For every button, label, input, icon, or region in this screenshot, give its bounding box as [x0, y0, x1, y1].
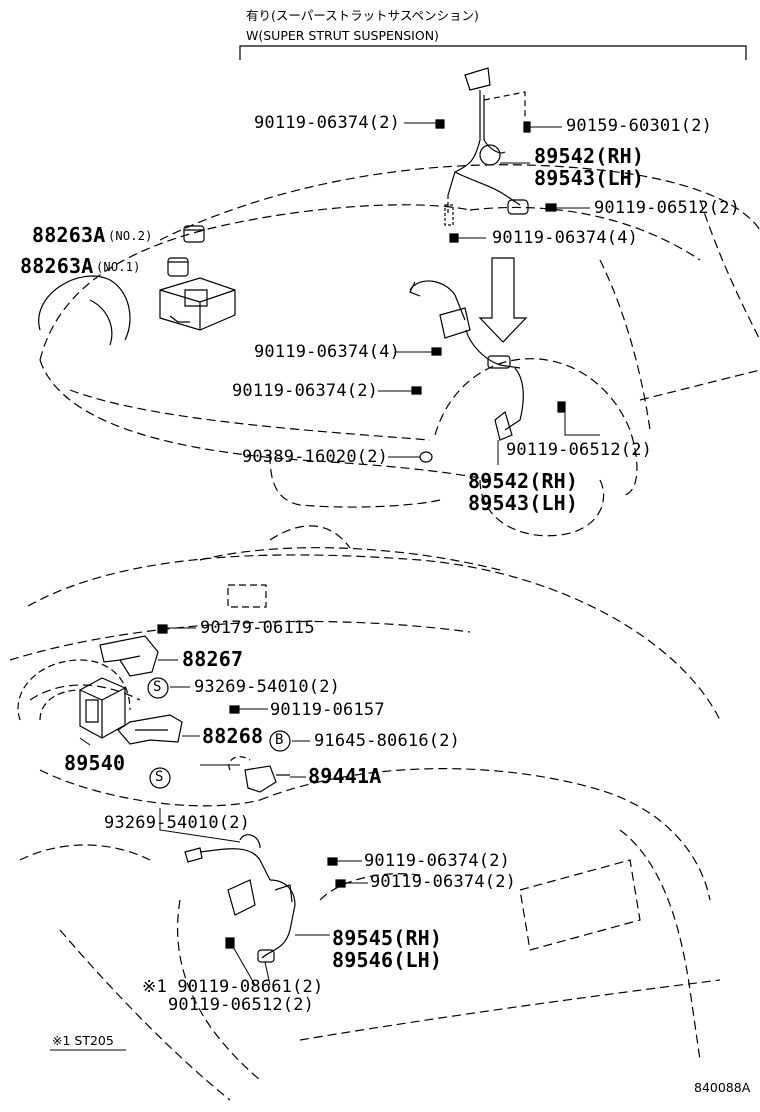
label-90119-06374-4-mid: 90119-06374(4) [254, 342, 401, 362]
label-90119-06157: 90119-06157 [270, 700, 385, 720]
label-88267: 88267 [182, 647, 244, 671]
direction-arrow [480, 258, 526, 342]
label-90119-06512-mid: 90119-06512(2) [506, 440, 653, 460]
label-89543-lh-mid: 89543(LH) [468, 491, 579, 515]
label-90179-06115: 90179-06115 [200, 618, 315, 638]
label-90119-06374-2-low-a: 90119-06374(2) [364, 851, 511, 871]
actuator-cover [160, 278, 235, 330]
label-90119-06374-2-mid: 90119-06374(2) [232, 381, 379, 401]
label-89542-rh-top: 89542(RH) [534, 144, 645, 168]
upper-sensor-assembly [445, 68, 528, 225]
label-89545-rh: 89545(RH) [332, 926, 443, 950]
label-90119-06374-2-low-b: 90119-06374(2) [370, 872, 517, 892]
label-89546-lh: 89546(LH) [332, 948, 443, 972]
label-88263a-no1-tag: (NO.1) [96, 260, 141, 274]
label-90389-16020: 90389-16020(2) [242, 447, 389, 467]
circle-markers [148, 678, 290, 788]
header-japanese: 有り(スーパーストラットサスペンション) [246, 8, 479, 23]
label-90119-06374-2-top: 90119-06374(2) [254, 113, 401, 133]
label-93269-54010-a: 93269-54010(2) [194, 677, 341, 697]
label-89542-rh-mid: 89542(RH) [468, 469, 579, 493]
header-english: W(SUPER STRUT SUSPENSION) [246, 28, 439, 43]
label-90119-06512-low: 90119-06512(2) [168, 995, 315, 1015]
diagram-id: 840088A [694, 1080, 751, 1095]
label-88263a-no2: 88263A [32, 223, 106, 247]
label-89441a: 89441A [308, 764, 382, 788]
cap-no2 [184, 226, 204, 242]
label-90159-60301: 90159-60301(2) [566, 116, 713, 136]
label-89540: 89540 [64, 751, 126, 775]
label-91645-80616: 91645-80616(2) [314, 731, 461, 751]
label-90119-08661: ※1 90119-08661(2) [142, 977, 324, 997]
bolt-icons-top [436, 120, 556, 242]
label-88263a-no1: 88263A [20, 254, 94, 278]
header-bracket [240, 46, 746, 60]
headlight-outline [39, 276, 130, 345]
cap-no1 [168, 258, 188, 276]
label-90119-06374-4-top: 90119-06374(4) [492, 228, 639, 248]
label-88263a-no2-tag: (NO.2) [108, 229, 153, 243]
circle-s-label-b: S [155, 769, 164, 785]
dashboard-outline [18, 585, 266, 720]
leader-lines [80, 123, 600, 985]
bracket-88267 [100, 636, 158, 676]
upper-car-body [40, 165, 760, 536]
note-st205: ※1 ST205 [52, 1033, 114, 1048]
circle-s-label-a: S [153, 679, 162, 695]
middle-sensor-assembly [410, 281, 523, 440]
label-89543-lh-top: 89543(LH) [534, 166, 645, 190]
lower-sensor-wiring [185, 835, 295, 962]
label-93269-54010-b: 93269-54010(2) [104, 813, 251, 833]
label-88268: 88268 [202, 724, 264, 748]
sensor-89441a [229, 757, 290, 792]
label-90119-06512-top: 90119-06512(2) [594, 198, 741, 218]
bracket-88268 [118, 715, 182, 744]
circle-b-label: B [275, 732, 284, 748]
lower-car-body [10, 526, 720, 1100]
